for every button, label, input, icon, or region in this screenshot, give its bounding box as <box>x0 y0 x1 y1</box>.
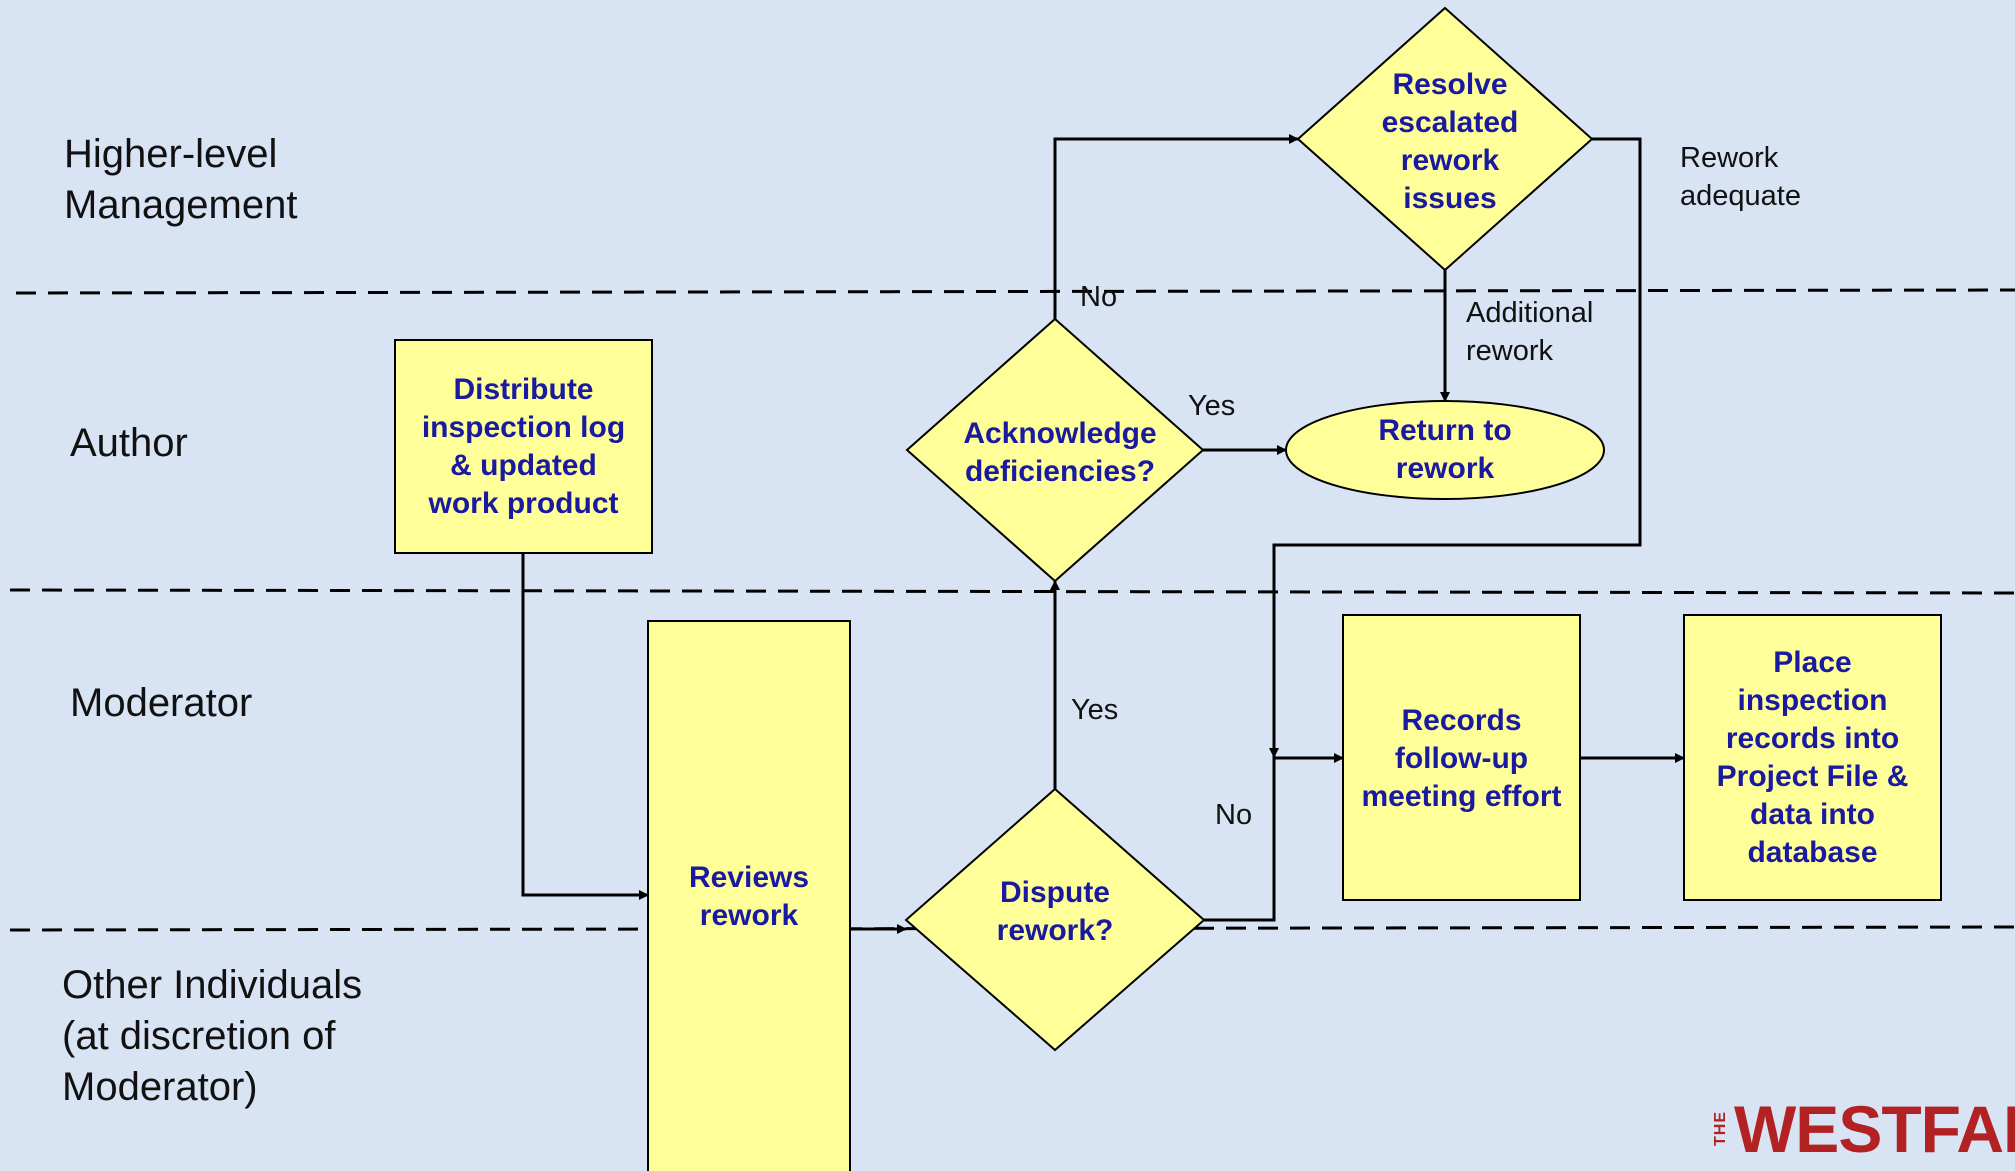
edge-acknowledge-no-to-resolve <box>1053 134 1299 319</box>
lane-label-others: Other Individuals (at discretion of Mode… <box>62 963 363 1109</box>
edge-label-no-dispute: No <box>1215 799 1253 831</box>
distribute-label: Distribute inspection log & updated work… <box>421 372 626 520</box>
logo-wordmark: WESTFALL <box>1734 1091 2015 1166</box>
records-box <box>1342 614 1581 901</box>
lane-divider-1 <box>15 288 2015 295</box>
lane-label-management: Higher-level Management <box>64 132 298 227</box>
lane-divider-2 <box>9 588 2015 595</box>
edge-label-yes-acknowledge: Yes <box>1188 390 1236 422</box>
return-label: Return to rework <box>1378 414 1512 485</box>
distribute-box <box>394 339 653 554</box>
logo-prefix: THE <box>1712 1111 1729 1146</box>
edge-label-rework-adequate: Rework adequate <box>1680 142 1801 212</box>
place-label: Place inspection records into Project Fi… <box>1716 646 1909 869</box>
lane-label-author: Author <box>70 421 188 465</box>
resolve-label: Resolve escalated rework issues <box>1381 68 1519 215</box>
lane-label-moderator: Moderator <box>70 681 253 725</box>
reviews-label: Reviews rework <box>688 861 810 932</box>
place-box <box>1683 614 1942 901</box>
edge-distribute-to-reviews <box>521 553 649 900</box>
edge-resolve-adequate-to-records <box>1269 137 1642 758</box>
edge-dispute-no-to-records <box>1204 753 1344 922</box>
westfall-logo: THE WESTFALL <box>1712 1086 2015 1171</box>
reviews-box <box>647 620 851 1171</box>
edge-label-additional-rework: Additional rework <box>1466 297 1594 367</box>
dispute-label: Dispute rework? <box>996 876 1114 947</box>
acknowledge-label: Acknowledge deficiencies? <box>963 417 1157 488</box>
dispute-diamond <box>904 787 1206 1052</box>
edge-label-no-top: No <box>1080 281 1118 313</box>
records-label: Records follow-up meeting effort <box>1361 704 1562 813</box>
edge-label-yes-dispute: Yes <box>1071 694 1119 726</box>
